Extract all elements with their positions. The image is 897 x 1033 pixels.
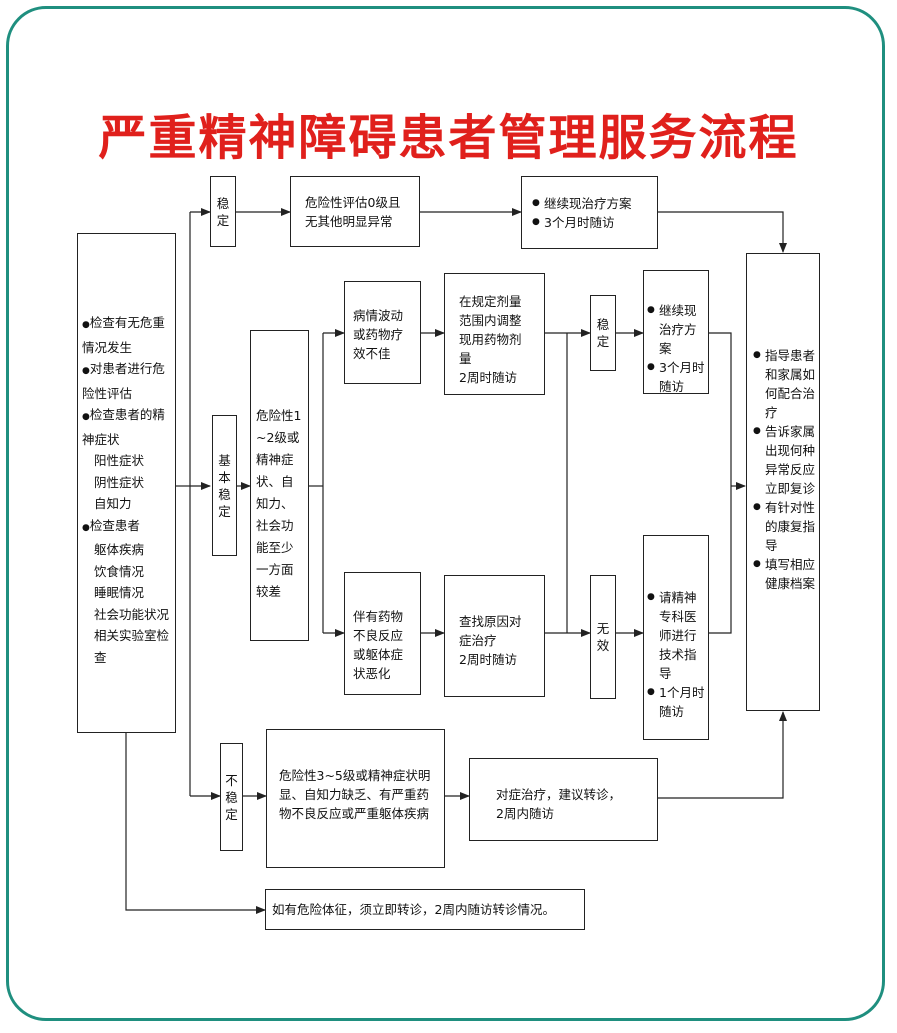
result-ineffective-actions-list: 请精神专科医师进行技术指导 1个月时随访 bbox=[647, 588, 706, 721]
basic-stable-condition: 危险性1~2级或精神症状、自知力、社会功能至少一方面较差 bbox=[256, 408, 302, 599]
danger-note-box: 如有危险体征，须立即转诊，2周内随访转诊情况。 bbox=[265, 889, 585, 930]
unstable-action-box: 对症治疗，建议转诊， 2周内随访 bbox=[469, 758, 658, 841]
unstable-label-box: 不稳定 bbox=[220, 743, 243, 851]
bullet-icon: ● bbox=[82, 320, 90, 330]
assessment-item: 检查有无危重情况发生 bbox=[82, 315, 165, 355]
unstable-condition-box: 危险性3~5级或精神症状明显、自知力缺乏、有严重药物不良反应或严重躯体疾病 bbox=[266, 729, 445, 868]
page-frame bbox=[6, 6, 885, 1021]
adjust-dose-followup: 2周时随访 bbox=[459, 370, 517, 385]
symptomatic-treatment-box: 查找原因对症治疗 2周时随访 bbox=[444, 575, 545, 697]
result-stable-actions-list: 继续现治疗方案 3个月时随访 bbox=[647, 301, 706, 393]
assessment-subitem: 阳性症状 bbox=[94, 453, 145, 468]
stable-label: 稳定 bbox=[216, 195, 230, 228]
stable-action-item: 3个月时随访 bbox=[532, 213, 632, 232]
stable-label-box: 稳定 bbox=[210, 176, 236, 247]
result-stable-label-box: 稳定 bbox=[590, 295, 616, 371]
assessment-item: 检查患者 bbox=[89, 517, 140, 533]
assessment-subitem: 睡眠情况 bbox=[94, 585, 145, 600]
fluctuation-condition: 病情波动或药物疗效不佳 bbox=[353, 308, 404, 361]
adverse-reaction-condition: 伴有药物不良反应或躯体症状恶化 bbox=[353, 609, 404, 681]
assessment-subitem: 躯体疾病 bbox=[94, 542, 145, 557]
assessment-subitem: 饮食情况 bbox=[94, 563, 145, 579]
symptomatic-followup: 2周时随访 bbox=[459, 652, 517, 667]
adjust-dose-action: 在规定剂量范围内调整现用药物剂量 bbox=[459, 294, 522, 366]
result-ineffective-action-item: 1个月时随访 bbox=[647, 683, 706, 721]
fluctuation-box: 病情波动或药物疗效不佳 bbox=[344, 281, 421, 384]
assessment-item: 检查患者的精神症状 bbox=[82, 407, 165, 447]
guidance-item: 填写相应健康档案 bbox=[753, 555, 815, 593]
adverse-reaction-box: 伴有药物不良反应或躯体症状恶化 bbox=[344, 572, 421, 695]
guidance-item: 有针对性的康复指导 bbox=[753, 498, 815, 555]
result-ineffective-label-box: 无效 bbox=[590, 575, 616, 699]
unstable-condition: 危险性3~5级或精神症状明显、自知力缺乏、有严重药物不良反应或严重躯体疾病 bbox=[279, 768, 431, 821]
assessment-box: ●检查有无危重情况发生●对患者进行危险性评估●检查患者的精神症状阳性症状阴性症状… bbox=[77, 233, 176, 733]
result-stable-actions-box: 继续现治疗方案 3个月时随访 bbox=[643, 270, 709, 394]
stable-actions-list: 继续现治疗方案 3个月时随访 bbox=[532, 194, 632, 232]
symptomatic-action: 查找原因对症治疗 bbox=[459, 614, 522, 648]
basic-stable-label: 基本稳定 bbox=[218, 452, 231, 519]
result-stable-action-item: 3个月时随访 bbox=[647, 358, 706, 393]
stable-actions-box: 继续现治疗方案 3个月时随访 bbox=[521, 176, 658, 249]
stable-action-item: 继续现治疗方案 bbox=[532, 194, 632, 213]
unstable-followup: 2周内随访 bbox=[496, 806, 554, 821]
assessment-subitem: 自知力 bbox=[94, 496, 132, 511]
guidance-box: 指导患者和家属如何配合治疗 告诉家属出现何种异常反应立即复诊 有针对性的康复指导… bbox=[746, 253, 820, 711]
unstable-action: 对症治疗，建议转诊， bbox=[496, 787, 622, 802]
bullet-icon: ● bbox=[82, 412, 90, 422]
danger-note: 如有危险体征，须立即转诊，2周内随访转诊情况。 bbox=[272, 902, 555, 917]
guidance-item: 指导患者和家属如何配合治疗 bbox=[753, 346, 815, 422]
result-ineffective-action-item: 请精神专科医师进行技术指导 bbox=[647, 588, 706, 683]
page-title: 严重精神障碍患者管理服务流程 bbox=[98, 110, 799, 166]
guidance-list: 指导患者和家属如何配合治疗 告诉家属出现何种异常反应立即复诊 有针对性的康复指导… bbox=[753, 346, 815, 593]
result-stable-action-item: 继续现治疗方案 bbox=[647, 301, 706, 358]
guidance-item: 告诉家属出现何种异常反应立即复诊 bbox=[753, 422, 815, 498]
assessment-subitem: 社会功能状况 bbox=[94, 606, 170, 622]
basic-stable-condition-box: 危险性1~2级或精神症状、自知力、社会功能至少一方面较差 bbox=[250, 330, 309, 641]
stable-condition-box: 危险性评估0级且无其他明显异常 bbox=[290, 176, 420, 247]
assessment-subitem: 相关实验室检查 bbox=[94, 628, 170, 665]
basic-stable-label-box: 基本稳定 bbox=[212, 415, 237, 556]
result-ineffective-label: 无效 bbox=[596, 621, 610, 653]
bullet-icon: ● bbox=[82, 366, 90, 376]
adjust-dose-box: 在规定剂量范围内调整现用药物剂量 2周时随访 bbox=[444, 273, 545, 395]
result-stable-label: 稳定 bbox=[596, 317, 610, 349]
result-ineffective-actions-box: 请精神专科医师进行技术指导 1个月时随访 bbox=[643, 535, 709, 740]
unstable-label: 不稳定 bbox=[225, 772, 238, 822]
stable-condition: 危险性评估0级且无其他明显异常 bbox=[305, 194, 401, 229]
assessment-subitem: 阴性症状 bbox=[94, 474, 145, 490]
assessment-item: 对患者进行危险性评估 bbox=[82, 361, 165, 401]
bullet-icon: ● bbox=[82, 522, 90, 533]
